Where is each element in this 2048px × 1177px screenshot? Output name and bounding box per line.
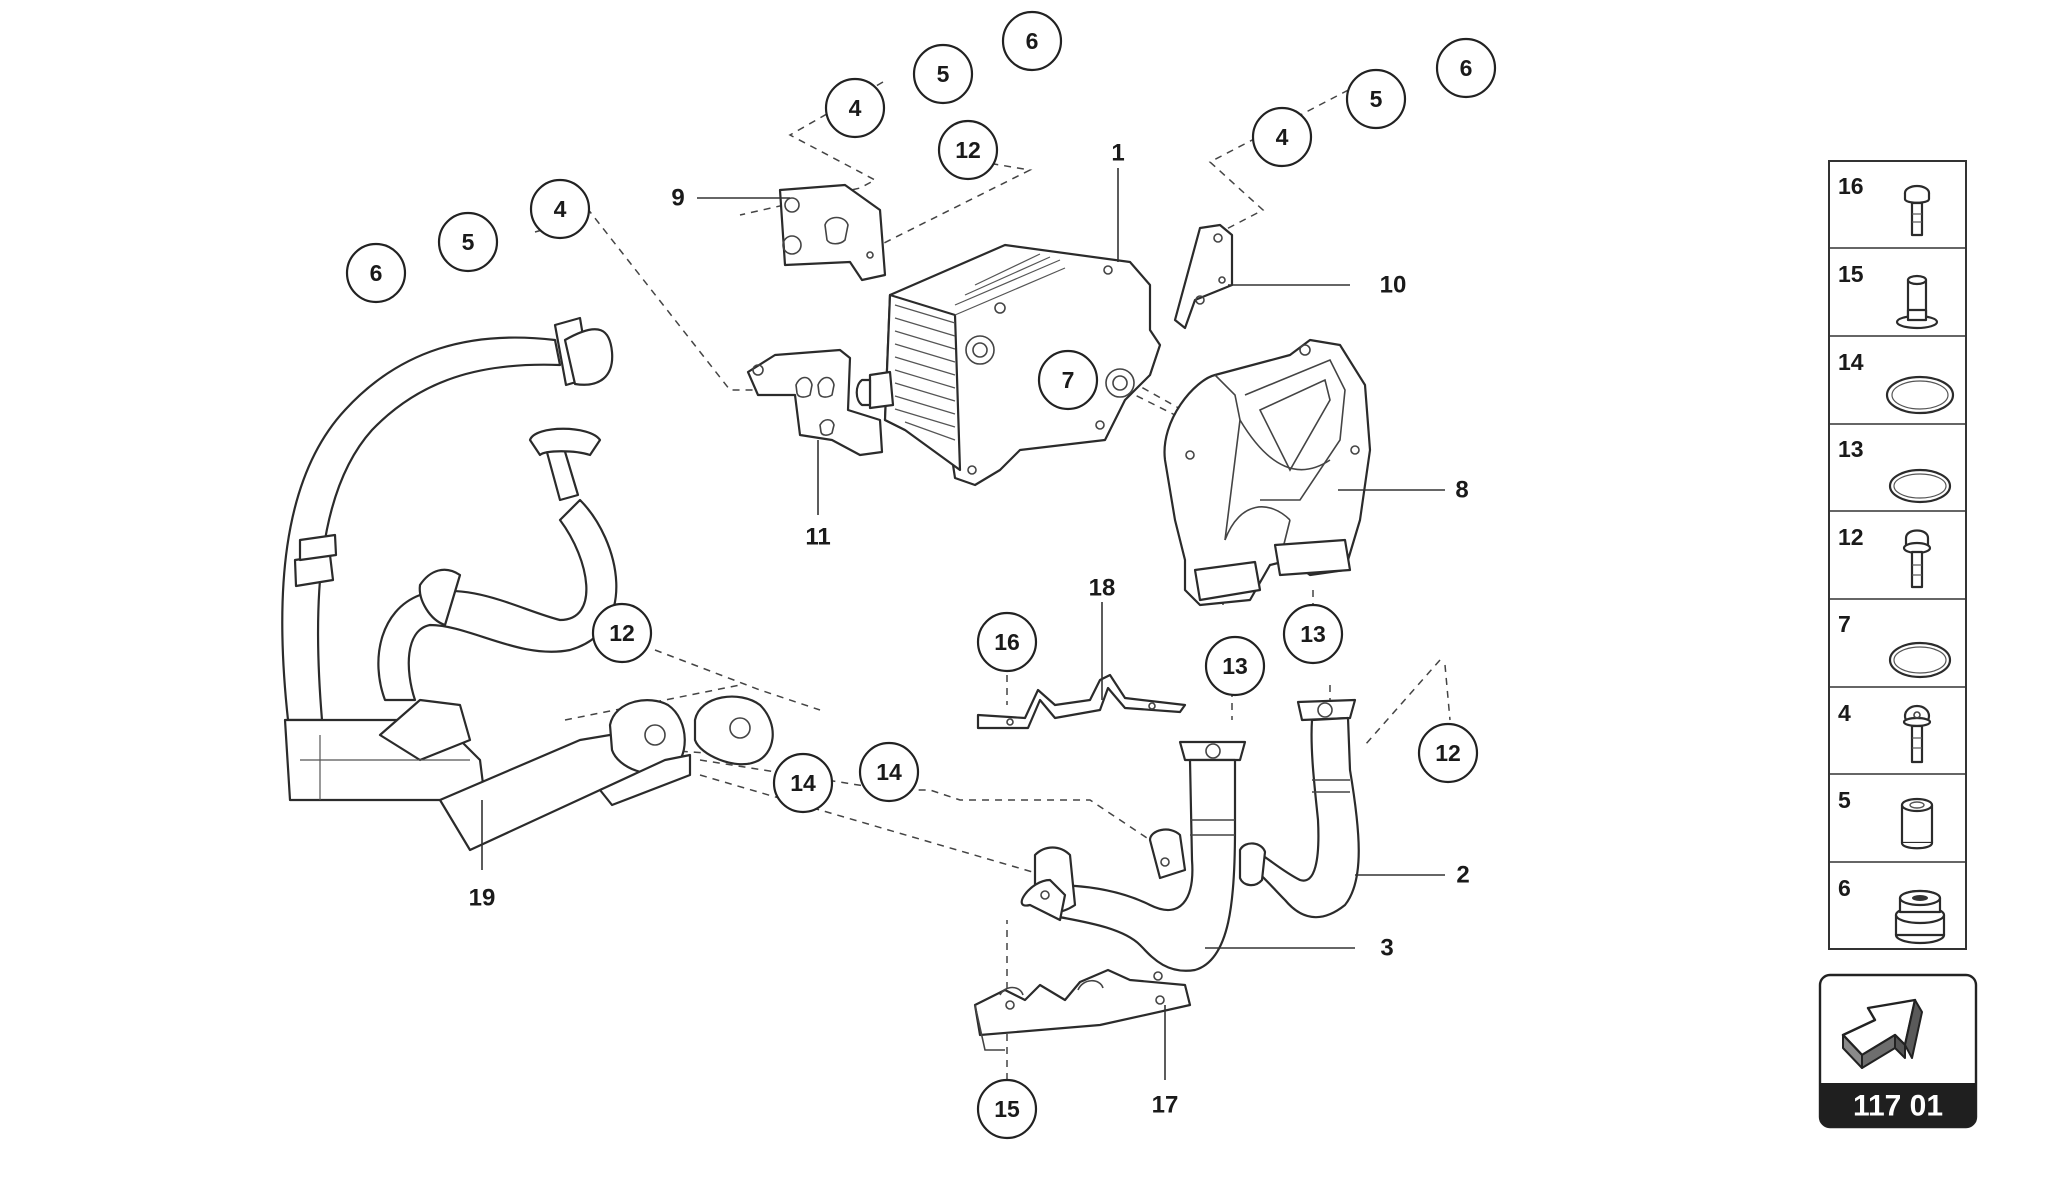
filter-housing-8 <box>1163 338 1372 607</box>
svg-text:14: 14 <box>876 759 902 785</box>
svg-text:4: 4 <box>554 196 567 222</box>
label-part-19: 19 <box>469 885 496 912</box>
label-part-18: 18 <box>1089 575 1116 602</box>
callout-7: 7 <box>1037 349 1099 411</box>
legend-row-6: 6 <box>1838 875 1946 945</box>
svg-text:15: 15 <box>994 1096 1020 1122</box>
legend-row-16: 16 <box>1838 173 1931 237</box>
svg-text:4: 4 <box>1276 124 1289 150</box>
callout-5-left: 5 <box>437 211 499 273</box>
svg-text:6: 6 <box>1026 28 1039 54</box>
bolt-round-icon <box>1902 704 1932 764</box>
bushing-flanged-icon <box>1895 274 1939 330</box>
label-part-10: 10 <box>1380 272 1407 299</box>
legend-row-13: 13 <box>1838 436 1952 504</box>
svg-text:5: 5 <box>937 61 950 87</box>
parts-legend: 16 15 14 <box>1828 160 1967 950</box>
svg-text:14: 14 <box>1838 349 1864 375</box>
svg-text:5: 5 <box>462 229 475 255</box>
callout-16: 16 <box>976 611 1038 673</box>
svg-text:6: 6 <box>1838 875 1851 901</box>
label-part-11: 11 <box>805 524 830 551</box>
spacer-sleeve-icon <box>1900 797 1934 850</box>
legend-row-5: 5 <box>1838 787 1934 850</box>
callout-15: 15 <box>976 1078 1038 1140</box>
svg-text:4: 4 <box>849 95 862 121</box>
bracket-10 <box>1173 223 1234 330</box>
clip-17 <box>973 968 1192 1051</box>
o-ring-medium-icon <box>1888 468 1952 504</box>
pipe-3 <box>1020 740 1247 972</box>
o-ring-small-icon <box>1888 641 1952 679</box>
callout-12-right: 12 <box>1417 722 1479 784</box>
leader-lines <box>481 168 1445 1080</box>
label-part-8: 8 <box>1455 477 1468 504</box>
callout-4-top-left: 4 <box>824 77 886 139</box>
label-part-3: 3 <box>1380 935 1393 962</box>
callout-6-top-left: 6 <box>1001 10 1063 72</box>
coolant-pipe-assembly-19 <box>281 316 774 852</box>
svg-text:14: 14 <box>790 770 816 796</box>
rubber-grommet-icon <box>1894 889 1946 945</box>
svg-text:16: 16 <box>994 629 1020 655</box>
svg-text:16: 16 <box>1838 173 1864 199</box>
callout-12-left: 12 <box>591 602 653 664</box>
next-page-arrow-icon <box>1841 998 1923 1069</box>
svg-text:4: 4 <box>1838 700 1851 726</box>
pipe-2 <box>1238 698 1360 919</box>
legend-row-15: 15 <box>1838 261 1939 330</box>
bolt-flanged-icon <box>1903 184 1931 237</box>
legend-row-4: 4 <box>1838 700 1932 764</box>
callout-14-left: 14 <box>772 752 834 814</box>
cooler-fins <box>894 253 1066 441</box>
svg-text:13: 13 <box>1222 653 1248 679</box>
svg-text:12: 12 <box>1435 740 1461 766</box>
dashed-reference-lines <box>534 71 1451 1080</box>
next-page-navigation[interactable]: 117 01 <box>1818 973 1978 1129</box>
label-part-2: 2 <box>1456 862 1469 889</box>
svg-text:6: 6 <box>1460 55 1473 81</box>
oil-cooler-1 <box>855 243 1162 487</box>
label-part-17: 17 <box>1152 1092 1179 1119</box>
bracket-9 <box>778 183 887 282</box>
page-code: 117 01 <box>1853 1090 1943 1123</box>
callout-4-left: 4 <box>529 178 591 240</box>
svg-text:13: 13 <box>1300 621 1326 647</box>
svg-text:12: 12 <box>1838 524 1864 550</box>
callout-6-top-right: 6 <box>1435 37 1497 99</box>
clip-18 <box>976 673 1187 730</box>
bracket-11 <box>746 348 884 457</box>
callout-14-right: 14 <box>858 741 920 803</box>
svg-text:15: 15 <box>1838 261 1864 287</box>
legend-row-7: 7 <box>1838 611 1952 679</box>
svg-text:5: 5 <box>1838 787 1851 813</box>
svg-text:6: 6 <box>370 260 383 286</box>
callout-5-top-right: 5 <box>1345 68 1407 130</box>
callout-13-lower: 13 <box>1204 635 1266 697</box>
o-ring-large-icon <box>1885 375 1955 415</box>
svg-text:12: 12 <box>609 620 635 646</box>
svg-text:13: 13 <box>1838 436 1864 462</box>
callout-13-upper: 13 <box>1282 603 1344 665</box>
svg-text:7: 7 <box>1838 611 1851 637</box>
svg-text:7: 7 <box>1062 367 1075 393</box>
legend-row-12: 12 <box>1838 524 1932 589</box>
callout-4-top-right: 4 <box>1251 106 1313 168</box>
label-part-9: 9 <box>671 185 684 212</box>
svg-text:12: 12 <box>955 137 981 163</box>
label-part-1: 1 <box>1111 140 1124 167</box>
callout-12-top: 12 <box>937 119 999 181</box>
bolt-hex-icon <box>1902 529 1932 589</box>
callout-5-top-left: 5 <box>912 43 974 105</box>
callout-6-left: 6 <box>345 242 407 304</box>
svg-text:5: 5 <box>1370 86 1383 112</box>
legend-row-14: 14 <box>1838 349 1955 415</box>
